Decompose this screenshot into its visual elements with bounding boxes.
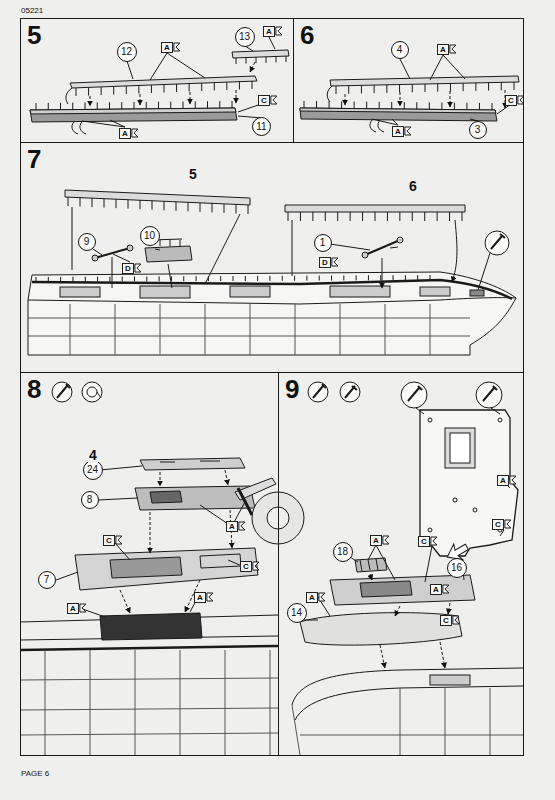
step-panel: 6 4 3 — [293, 18, 524, 143]
glue-marker: A — [430, 584, 442, 595]
glue-marker: A — [161, 42, 173, 53]
assembly-number: 5 — [188, 167, 198, 182]
part-number: 7 — [44, 575, 50, 585]
part-number: 11 — [256, 122, 266, 132]
callout-number: 14 — [287, 603, 307, 623]
glue-marker: C — [440, 615, 452, 626]
glue-marker: A — [392, 126, 404, 137]
glue-marker: C — [258, 95, 270, 106]
part-number: 14 — [291, 608, 302, 618]
glue-marker: C — [240, 561, 252, 572]
callout-number: 10 — [140, 226, 160, 246]
part-number: 8 — [87, 495, 93, 505]
step-panel: 5 12 13 11 — [20, 18, 294, 143]
assembly-number: 4 — [88, 448, 98, 463]
step-number: 9 — [285, 375, 299, 403]
callout-number: 9 — [78, 233, 96, 251]
part-number: 13 — [239, 32, 250, 42]
part-number: 12 — [121, 47, 132, 57]
page-code: PAGE 6 — [20, 769, 50, 778]
glue-marker: A — [370, 535, 382, 546]
part-number: 9 — [84, 237, 90, 247]
step-number: 6 — [300, 21, 314, 49]
step-panel: 7 9 10 1 — [20, 142, 524, 373]
glue-marker: A — [497, 475, 509, 486]
callout-number: 11 — [252, 117, 271, 136]
glue-marker: A — [306, 592, 318, 603]
glue-marker: A — [437, 44, 449, 55]
step-number: 7 — [27, 145, 41, 173]
part-number: 10 — [144, 231, 155, 241]
glue-marker: A — [194, 592, 206, 603]
glue-marker: D — [319, 257, 331, 268]
step-number: 5 — [27, 21, 41, 49]
step-panel: 9 18 16 14 — [278, 372, 524, 756]
glue-marker: C — [492, 519, 504, 530]
callout-number: 4 — [391, 41, 409, 59]
part-number: 1 — [320, 238, 326, 248]
part-number: 3 — [475, 125, 481, 135]
callout-number: 8 — [81, 491, 99, 509]
callout-number: 16 — [447, 558, 467, 578]
part-number: 16 — [451, 563, 462, 573]
glue-marker: A — [119, 128, 131, 139]
glue-marker: D — [122, 263, 134, 274]
glue-marker: A — [67, 603, 79, 614]
callout-number: 7 — [38, 571, 56, 589]
glue-marker: A — [263, 26, 275, 37]
part-number: 24 — [87, 465, 98, 475]
callout-number: 24 — [83, 460, 103, 480]
callout-number: 12 — [117, 42, 137, 62]
part-number: 18 — [337, 547, 348, 557]
callout-number: 18 — [333, 542, 353, 562]
callout-number: 13 — [235, 27, 255, 47]
glue-marker: C — [103, 535, 115, 546]
assembly-number: 6 — [408, 179, 418, 194]
glue-marker: C — [418, 536, 430, 547]
glue-marker: C — [505, 95, 517, 106]
step-number: 8 — [27, 375, 41, 403]
part-number: 4 — [397, 45, 403, 55]
glue-marker: A — [226, 521, 238, 532]
callout-number: 1 — [314, 234, 332, 252]
page-code: 05221 — [20, 6, 44, 15]
callout-number: 3 — [469, 121, 487, 139]
